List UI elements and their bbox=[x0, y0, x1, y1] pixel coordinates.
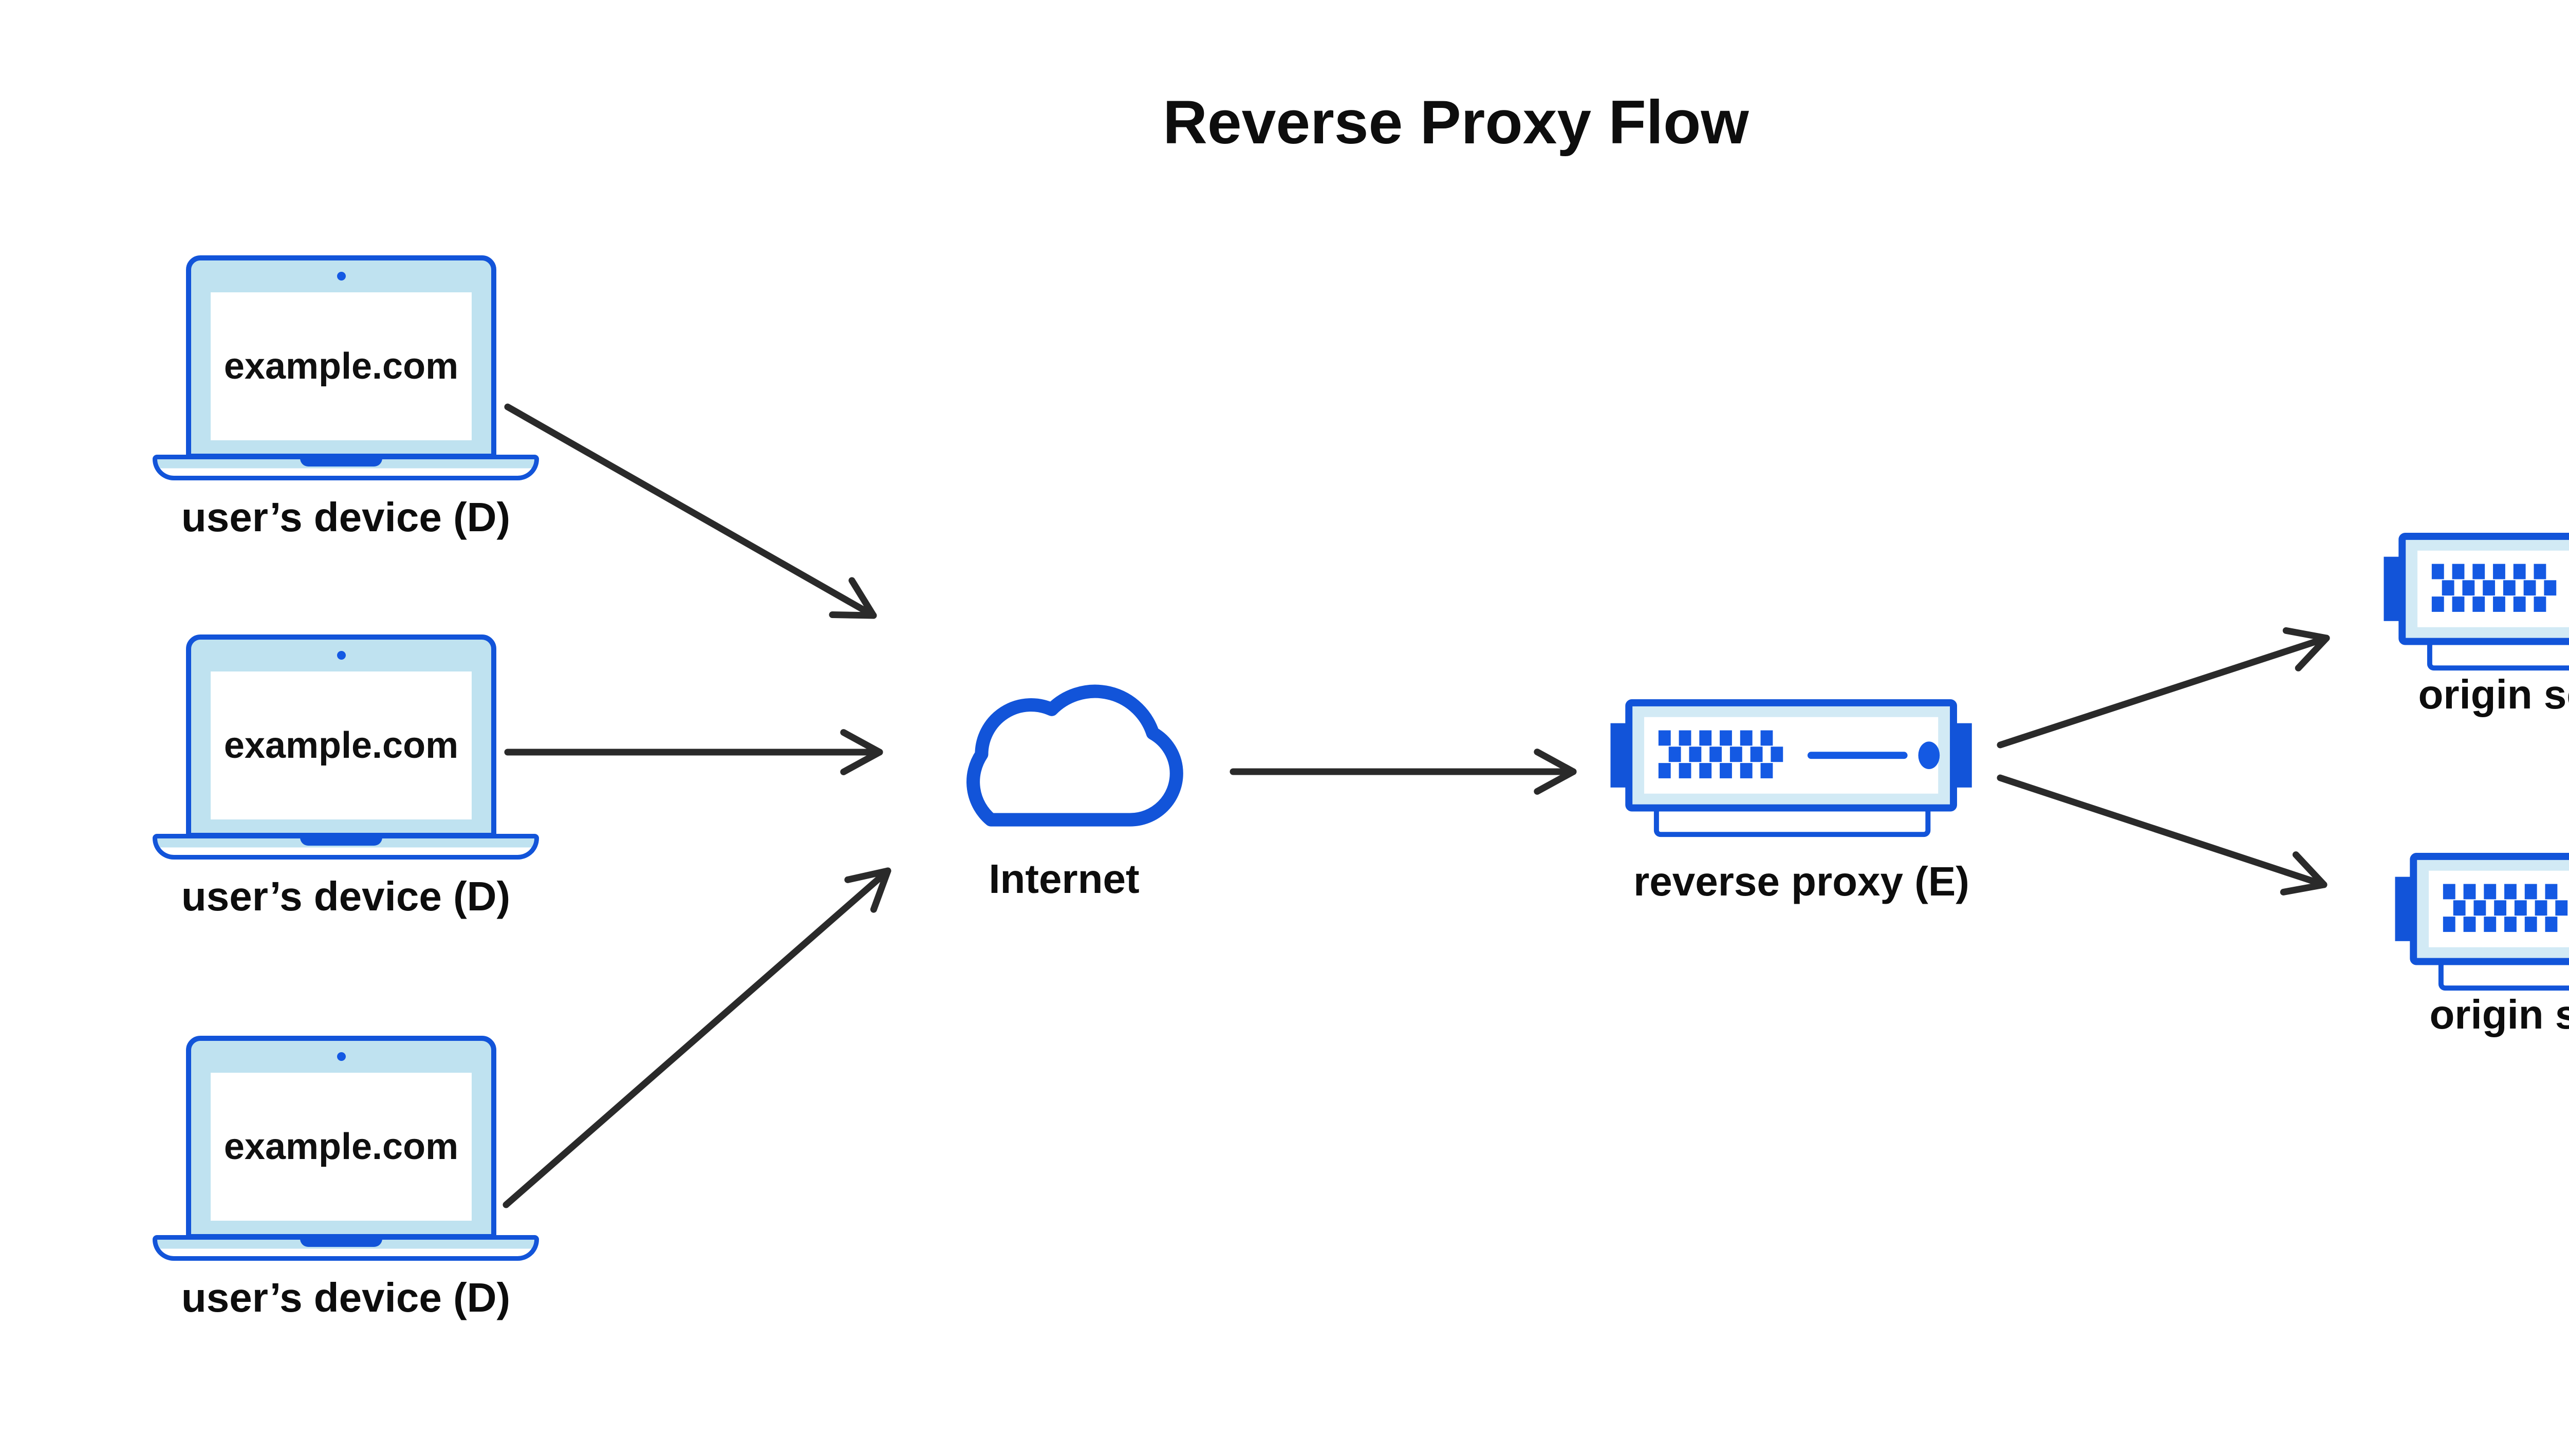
camera-dot-icon bbox=[337, 272, 346, 281]
laptop-hinge-notch bbox=[300, 455, 382, 466]
page-title: Reverse Proxy Flow bbox=[1163, 88, 1749, 157]
node-label: user’s device (D) bbox=[181, 1275, 511, 1320]
laptop-lid: example.com bbox=[186, 634, 496, 838]
arrowhead-icon bbox=[840, 729, 883, 775]
arrowhead-icon bbox=[2280, 851, 2328, 895]
cloud-icon bbox=[966, 684, 1183, 827]
laptop-screen: example.com bbox=[211, 671, 472, 819]
server-slider-line bbox=[1807, 752, 1908, 759]
laptop-screen: example.com bbox=[211, 1073, 472, 1221]
arrowhead-icon bbox=[844, 867, 891, 913]
internet-label: Internet bbox=[989, 856, 1140, 902]
camera-dot-icon bbox=[337, 1052, 346, 1061]
laptop-lid: example.com bbox=[186, 255, 496, 459]
user-device-node-2: example.com user’s device (D) bbox=[153, 634, 539, 943]
flow-arrow-reverse-proxy-to-origin-server-1 bbox=[1997, 634, 2330, 749]
user-device-node-3: example.com user’s device (D) bbox=[153, 1036, 539, 1344]
server-dot-matrix bbox=[2443, 884, 2568, 932]
arrowhead-icon bbox=[829, 577, 877, 619]
screen-url-text: example.com bbox=[224, 725, 459, 766]
server-led-dot bbox=[1918, 741, 1940, 770]
server-dot-matrix bbox=[1658, 730, 1783, 778]
arrowhead-icon bbox=[2282, 627, 2330, 671]
server-dot-matrix bbox=[2431, 564, 2557, 612]
origin-server-icon-1 bbox=[2384, 532, 2569, 671]
reverse-proxy-label: reverse proxy (E) bbox=[1633, 858, 1969, 904]
origin-server-label-2: origin server (F) bbox=[2429, 992, 2569, 1037]
screen-url-text: example.com bbox=[224, 346, 459, 387]
screen-url-text: example.com bbox=[224, 1126, 459, 1167]
laptop-screen: example.com bbox=[211, 292, 472, 440]
camera-dot-icon bbox=[337, 651, 346, 660]
flow-arrow-user-device-1-to-internet bbox=[504, 403, 877, 619]
origin-server-label-1: origin server (F) bbox=[2418, 671, 2569, 717]
node-label: user’s device (D) bbox=[181, 873, 511, 919]
arrowhead-icon bbox=[1534, 749, 1577, 795]
laptop-hinge-notch bbox=[300, 834, 382, 846]
laptop-hinge-notch bbox=[300, 1235, 382, 1247]
user-device-node-1: example.com user’s device (D) bbox=[153, 255, 539, 564]
flow-arrow-user-device-3-to-internet bbox=[502, 867, 891, 1208]
reverse-proxy-server-icon bbox=[1610, 699, 1972, 837]
laptop-lid: example.com bbox=[186, 1036, 496, 1239]
flow-arrow-reverse-proxy-to-origin-server-2 bbox=[1997, 774, 2328, 888]
server-tray bbox=[1653, 805, 1931, 837]
origin-server-icon-2 bbox=[2395, 852, 2569, 991]
node-label: user’s device (D) bbox=[181, 494, 511, 540]
